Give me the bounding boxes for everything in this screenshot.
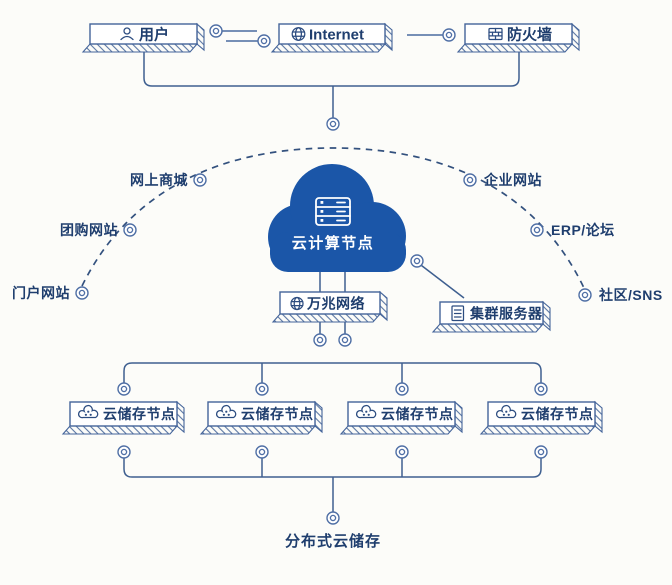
label-community-sns: 社区/SNS — [598, 287, 663, 303]
websites-arc — [81, 147, 585, 289]
storage-cloud-icon — [496, 404, 517, 419]
network-globe-icon — [290, 296, 304, 311]
label-portal-site: 门户网站 — [12, 285, 70, 301]
storage-node-1: 云储存节点 — [61, 400, 185, 435]
storage-cloud-icon — [78, 404, 99, 419]
bottom-bus-line — [123, 458, 542, 512]
label-erp-forum: ERP/论坛 — [551, 222, 615, 238]
firewall-label: 防火墙 — [507, 26, 552, 44]
user-label: 用户 — [139, 26, 169, 44]
distributed-storage-label: 分布式云储存 — [285, 532, 381, 550]
label-group-buy-site: 团购网站 — [60, 222, 118, 238]
storage-node-3: 云储存节点 — [339, 400, 463, 435]
user-node: 用户 — [81, 22, 205, 53]
network-10g-label: 万兆网络 — [306, 296, 365, 312]
person-icon — [120, 27, 134, 41]
storage-cloud-icon — [216, 404, 237, 419]
internet-label: Internet — [309, 27, 364, 44]
server-list-icon — [451, 305, 465, 322]
storage-node-4: 云储存节点 — [479, 400, 603, 435]
storage-node-label: 云储存节点 — [103, 406, 176, 422]
firewall-node: 防火墙 — [456, 22, 580, 53]
top-bus-line — [143, 52, 520, 118]
label-online-mall: 网上商城 — [130, 172, 188, 188]
storage-cloud-icon — [356, 404, 377, 419]
cloud-compute-label: 云计算节点 — [292, 234, 375, 252]
firewall-icon — [488, 27, 503, 41]
cloud-to-cluster-line — [421, 264, 465, 299]
network-10g-node: 万兆网络 — [271, 290, 388, 323]
cluster-server-label: 集群服务器 — [469, 306, 543, 322]
server-rack-icon — [315, 197, 351, 226]
user-internet-link — [222, 30, 258, 42]
storage-node-label: 云储存节点 — [521, 406, 594, 422]
storage-node-label: 云储存节点 — [381, 406, 454, 422]
globe-icon — [291, 27, 306, 41]
storage-node-label: 云储存节点 — [241, 406, 314, 422]
internet-node: Internet — [270, 22, 393, 53]
cloud-compute-node: 云计算节点 — [268, 164, 406, 272]
label-enterprise-site: 企业网站 — [483, 172, 542, 188]
cluster-server-node: 集群服务器 — [431, 300, 551, 333]
storage-bus-line — [123, 362, 542, 383]
cloud-shape — [268, 164, 406, 272]
storage-node-2: 云储存节点 — [199, 400, 323, 435]
